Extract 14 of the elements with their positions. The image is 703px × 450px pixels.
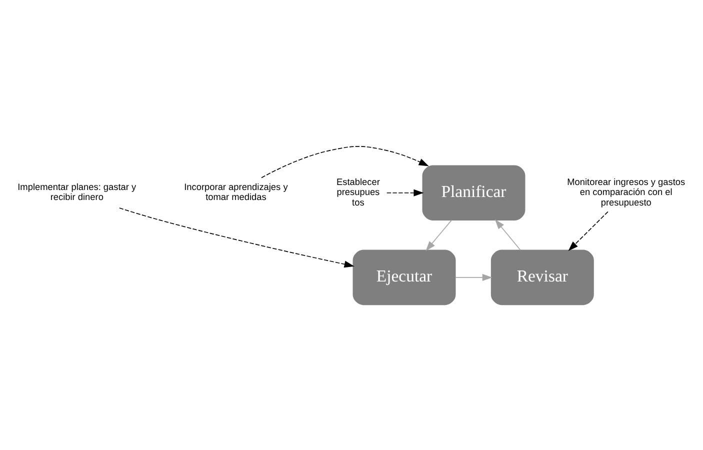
node-text: Incorporar aprendizajes y tomar medidas — [184, 182, 288, 202]
node-box: Planificar — [422, 164, 526, 220]
node-text: Establecer presupues tos — [336, 176, 380, 207]
node-text: Monitorear ingresos y gastos en comparación con el presupuesto — [567, 176, 686, 207]
arrow — [426, 219, 452, 251]
node-text: Implementar planes: gastar y recibir dinero — [18, 182, 136, 202]
arrow — [494, 218, 521, 250]
arrow — [386, 188, 424, 196]
arrow — [119, 207, 354, 268]
arrow — [261, 145, 429, 178]
node-box: Revisar — [490, 249, 594, 305]
arrow — [455, 273, 492, 280]
arrow — [568, 210, 608, 251]
node-box: Ejecutar — [352, 249, 456, 305]
